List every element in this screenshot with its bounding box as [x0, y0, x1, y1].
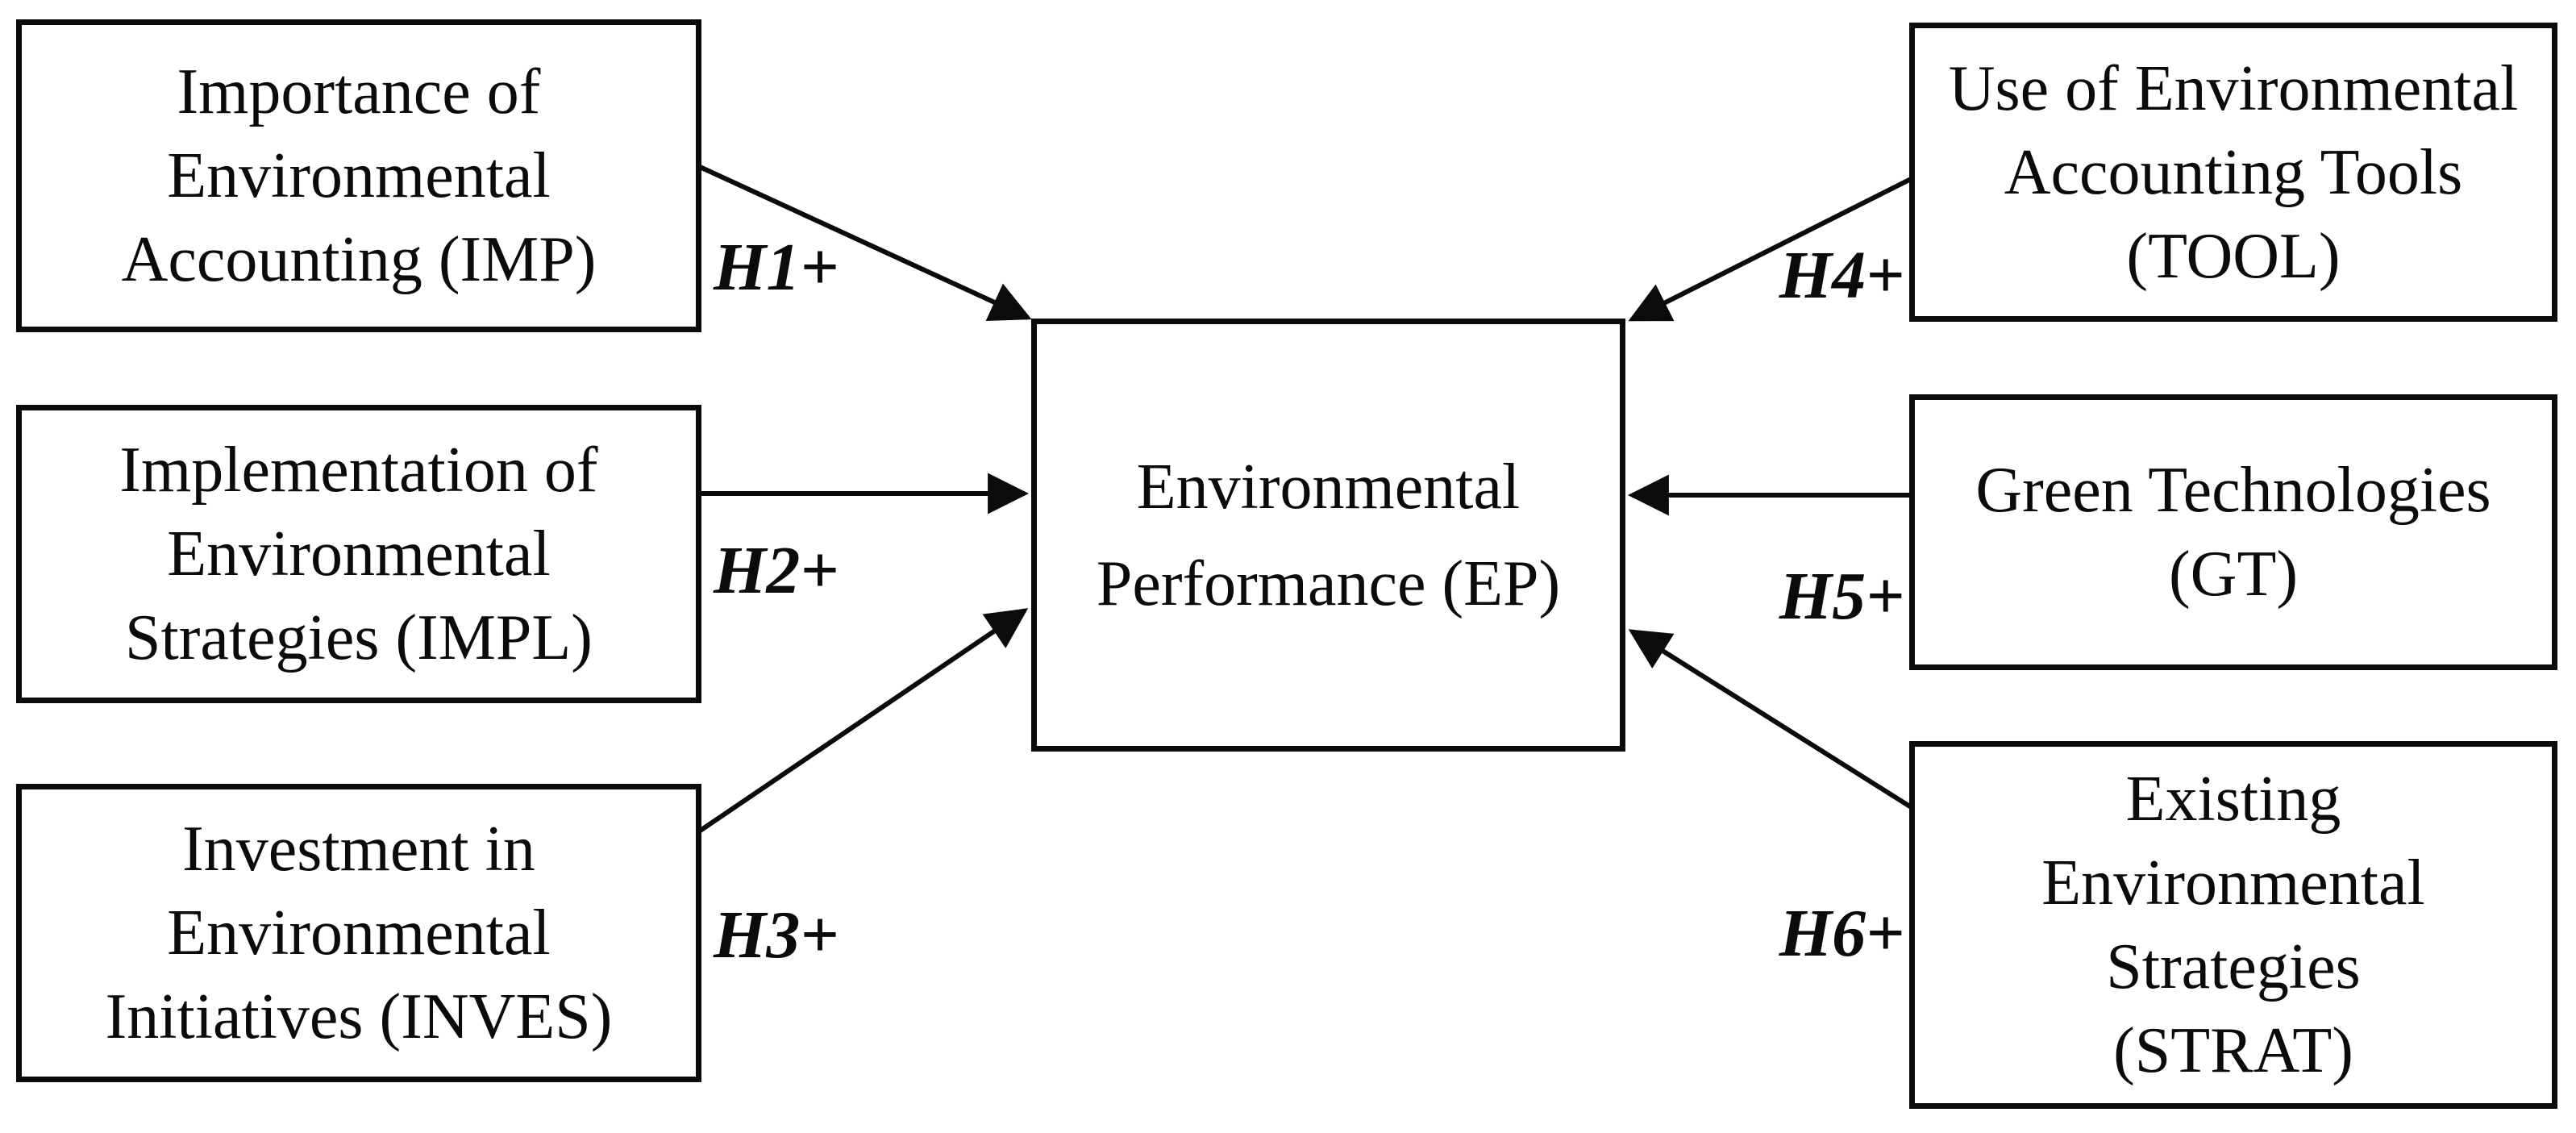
box-environmental-performance: Environmental Performance (EP)	[1031, 319, 1625, 752]
arrow-h4	[1628, 176, 1914, 322]
box-existing-environmental-strategies: Existing Environmental Strategies (STRAT…	[1909, 741, 2557, 1109]
box-green-technologies: Green Technologies (GT)	[1909, 394, 2557, 670]
box-gt-label: Green Technologies (GT)	[1975, 455, 2491, 610]
arrow-h3	[697, 608, 1029, 834]
box-investment-environmental-initiatives: Investment in Environmental Initiatives …	[16, 784, 701, 1082]
box-imp-label: Importance of Environmental Accounting (…	[121, 56, 597, 295]
arrow-h1	[697, 164, 1032, 321]
hypothesis-label-h3: H3+	[714, 898, 839, 973]
box-environmental-accounting-tools: Use of Environmental Accounting Tools (T…	[1909, 23, 2557, 322]
box-impl-label: Implementation of Environmental Strategi…	[119, 435, 598, 673]
box-ep-label: Environmental Performance (EP)	[1096, 451, 1561, 619]
box-importance-environmental-accounting: Importance of Environmental Accounting (…	[16, 19, 701, 332]
hypothesis-label-h6: H6+	[1779, 896, 1904, 971]
box-tool-label: Use of Environmental Accounting Tools (T…	[1948, 52, 2519, 292]
hypothesis-label-h4: H4+	[1779, 238, 1904, 313]
box-inves-label: Investment in Environmental Initiatives …	[105, 814, 613, 1052]
hypothesis-label-h2: H2+	[714, 533, 839, 608]
arrow-h6	[1628, 629, 1914, 810]
hypothesis-label-h1: H1+	[714, 230, 839, 305]
box-implementation-environmental-strategies: Implementation of Environmental Strategi…	[16, 405, 701, 703]
box-strat-label: Existing Environmental Strategies (STRAT…	[2041, 764, 2425, 1086]
hypothesis-label-h5: H5+	[1779, 559, 1904, 634]
